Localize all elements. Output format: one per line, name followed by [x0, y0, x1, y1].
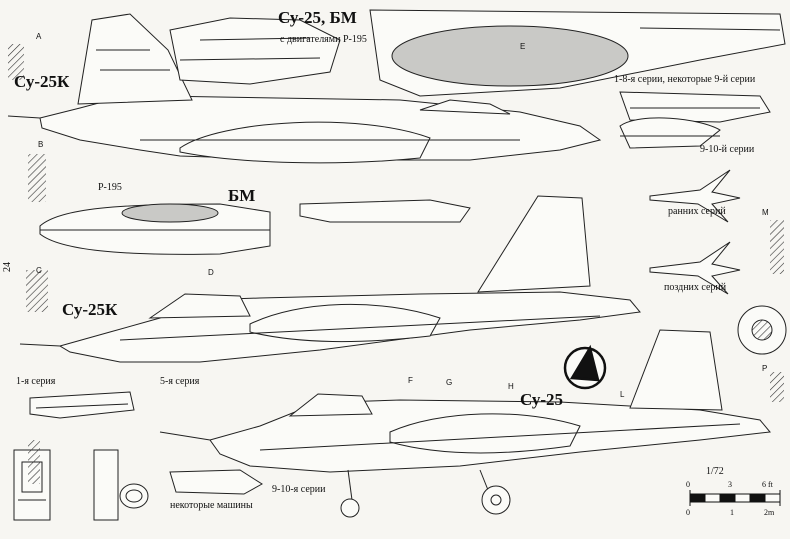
- bm-label: БМ: [228, 186, 256, 205]
- title-su25-bm: Су-25, БМ: [278, 8, 357, 27]
- section-letter-b: B: [38, 140, 44, 149]
- su25k-mid-label: Су-25К: [62, 300, 118, 319]
- scale-ft-3: 3: [728, 480, 732, 489]
- page-number: 24: [2, 262, 13, 272]
- su25k-top-label: Су-25К: [14, 72, 70, 91]
- section-letter-p: P: [762, 364, 768, 373]
- detail-series-1: [29, 391, 135, 419]
- section-letter-m: M: [762, 208, 769, 217]
- some-machines-label: некоторые машины: [170, 500, 253, 511]
- section-letter-f: F: [408, 376, 413, 385]
- section-letter-c: C: [36, 266, 42, 275]
- section-letter-h: H: [508, 382, 514, 391]
- late-series-label: поздних серий: [664, 282, 727, 293]
- r195-label: Р-195: [98, 182, 122, 193]
- engines-label: с двигателями Р-195: [280, 34, 367, 45]
- section-letter-l: L: [620, 390, 625, 399]
- scale-label: 1/72: [706, 466, 724, 477]
- early-series-label: ранних серий: [668, 206, 726, 217]
- section-letter-a: A: [36, 32, 42, 41]
- series-9-10-bottom-label: 9-10-я серии: [272, 484, 326, 495]
- sukhoi-logo: [563, 344, 607, 390]
- scale-m-2: 2m: [764, 508, 775, 517]
- engine-detail-top: [169, 17, 341, 85]
- detail-series-1-8: [619, 91, 771, 123]
- series-5-label: 5-я серия: [160, 376, 200, 387]
- fuselage-detail-top-right: [369, 9, 786, 97]
- hatched-sections: [8, 44, 784, 484]
- bm-detail: [299, 199, 471, 223]
- section-letter-g: G: [446, 378, 453, 387]
- scale-bar: [689, 490, 781, 506]
- series-9-10-top-label: 9-10-й серии: [700, 144, 755, 155]
- su25-bottom-label: Су-25: [520, 390, 564, 409]
- su25-bottom-side-view: [159, 329, 771, 518]
- detail-series-9-10: [619, 117, 721, 149]
- su25k-top-side-view: [7, 13, 602, 164]
- section-d-view: [13, 449, 51, 521]
- series-1-label: 1-я серия: [16, 376, 56, 387]
- scale-m-1: 1: [730, 508, 734, 517]
- r195-nacelle: [39, 203, 271, 255]
- airbrake-late: [649, 241, 741, 295]
- detail-some-machines: [169, 469, 263, 495]
- section-letter-d: D: [208, 268, 214, 277]
- scale-ft-6: 6 ft: [762, 480, 773, 489]
- scale-m-0: 0: [686, 508, 690, 517]
- section-f-view: [93, 449, 149, 521]
- su25k-mid-side-view: [19, 195, 641, 363]
- scale-ft-0: 0: [686, 480, 690, 489]
- round-section-right: [737, 305, 787, 355]
- series-1-8-label: 1-8-я серии, некоторые 9-й серии: [614, 74, 756, 85]
- airbrake-early: [649, 169, 741, 223]
- section-letter-e: E: [520, 42, 526, 51]
